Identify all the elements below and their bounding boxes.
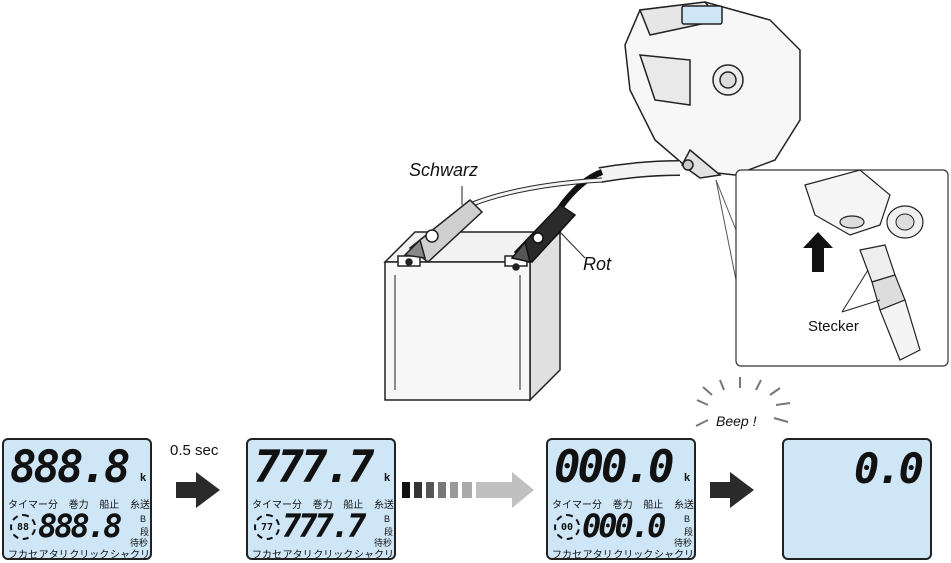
stecker-label: Stecker — [808, 318, 859, 335]
power-cable — [469, 160, 681, 210]
lcd-boat-stop-label: 船止 — [99, 500, 120, 511]
lcd-click-label: クリック — [313, 550, 354, 560]
lcd-atari-label: アタリ — [38, 550, 69, 560]
beep-rays — [695, 377, 791, 427]
timing-label: 0.5 sec — [170, 442, 219, 459]
lcd-b-label: B — [684, 514, 691, 524]
lcd-unit-k: k — [684, 472, 691, 484]
lcd-atari-label: アタリ — [582, 550, 613, 560]
rot-label: Rot — [583, 254, 612, 274]
lcd-screen-3: 000.0 k タイマー分 巻力 船止 糸送 00 000.0 B 段 待秒 フ… — [546, 438, 696, 560]
lcd-fukase-label: フカセ — [252, 550, 282, 560]
lcd-unit-k: k — [140, 472, 147, 484]
battery — [383, 230, 562, 402]
lcd-top-labels: タイマー分 巻力 船止 糸送 — [8, 496, 150, 511]
lcd-main-value: 888.8 — [10, 442, 130, 493]
lcd-boat-stop-label: 船止 — [343, 500, 364, 511]
lcd-timer-label: タイマー分 — [8, 500, 58, 511]
lcd-fukase-label: フカセ — [8, 550, 38, 560]
lcd-main-value: 000.0 — [554, 442, 674, 493]
lcd-bottom-labels: フカセ アタリ クリック シャクリ — [252, 546, 394, 560]
lcd-line-feed-label: 糸送 — [129, 500, 150, 511]
lcd-bottom-labels: フカセ アタリ クリック シャクリ — [8, 546, 150, 560]
lcd-timer-label: タイマー分 — [252, 500, 302, 511]
lcd-click-label: クリック — [613, 550, 654, 560]
lcd-shakuri-label: シャクリ — [353, 550, 394, 560]
lcd-dan-label: 段 — [684, 527, 694, 537]
lcd-sub-value: 888.8 — [38, 507, 122, 545]
lcd-timer-label: タイマー分 — [552, 500, 602, 511]
lcd-click-label: クリック — [69, 550, 110, 560]
lcd-sub-value: 777.7 — [282, 507, 366, 545]
electric-reel — [624, 1, 801, 179]
lcd-torque-label: 巻力 — [68, 500, 89, 511]
lcd-screen-1: 888.8 k タイマー分 巻力 船止 糸送 88 888.8 B 段 待秒 フ… — [2, 438, 152, 560]
progress-arrow — [402, 472, 534, 508]
lcd-wait-sec-label: 待秒 — [374, 538, 393, 548]
red-lead-clip — [510, 204, 577, 263]
lcd-screen-4: 0.0 — [782, 438, 932, 560]
arrow-1 — [176, 472, 220, 508]
lcd-torque-label: 巻力 — [312, 500, 333, 511]
lcd-fukase-label: フカセ — [552, 550, 582, 560]
lcd-boat-stop-label: 船止 — [643, 500, 664, 511]
lcd-main-value: 777.7 — [254, 442, 374, 493]
lcd-top-labels: タイマー分 巻力 船止 糸送 — [552, 496, 694, 511]
lcd-atari-label: アタリ — [282, 550, 313, 560]
lcd-b-label: B — [384, 514, 391, 524]
connector-callout — [715, 169, 949, 367]
lcd-circle-value: 77 — [254, 514, 280, 540]
lcd-line-feed-label: 糸送 — [373, 500, 394, 511]
lcd-top-labels: タイマー分 巻力 船止 糸送 — [252, 496, 394, 511]
lcd-dan-label: 段 — [140, 527, 150, 537]
lcd-circle-value: 00 — [554, 514, 580, 540]
lcd-screen-2: 777.7 k タイマー分 巻力 船止 糸送 77 777.7 B 段 待秒 フ… — [246, 438, 396, 560]
lcd-wait-sec-label: 待秒 — [130, 538, 149, 548]
lcd-main-value: 0.0 — [854, 444, 924, 493]
arrow-3 — [710, 472, 754, 508]
beep-label: Beep ! — [716, 413, 757, 429]
lcd-line-feed-label: 糸送 — [673, 500, 694, 511]
lcd-circle-value: 88 — [10, 514, 36, 540]
schwarz-label: Schwarz — [409, 160, 479, 180]
black-lead-clip — [403, 198, 484, 263]
lcd-bottom-labels: フカセ アタリ クリック シャクリ — [552, 546, 694, 560]
lcd-shakuri-label: シャクリ — [109, 550, 150, 560]
lcd-sub-value: 000.0 — [582, 507, 666, 545]
rot-leader — [559, 231, 586, 259]
lcd-torque-label: 巻力 — [612, 500, 633, 511]
lcd-b-label: B — [140, 514, 147, 524]
lcd-dan-label: 段 — [384, 527, 394, 537]
lcd-unit-k: k — [384, 472, 391, 484]
lcd-wait-sec-label: 待秒 — [674, 538, 693, 548]
lcd-shakuri-label: シャクリ — [653, 550, 694, 560]
